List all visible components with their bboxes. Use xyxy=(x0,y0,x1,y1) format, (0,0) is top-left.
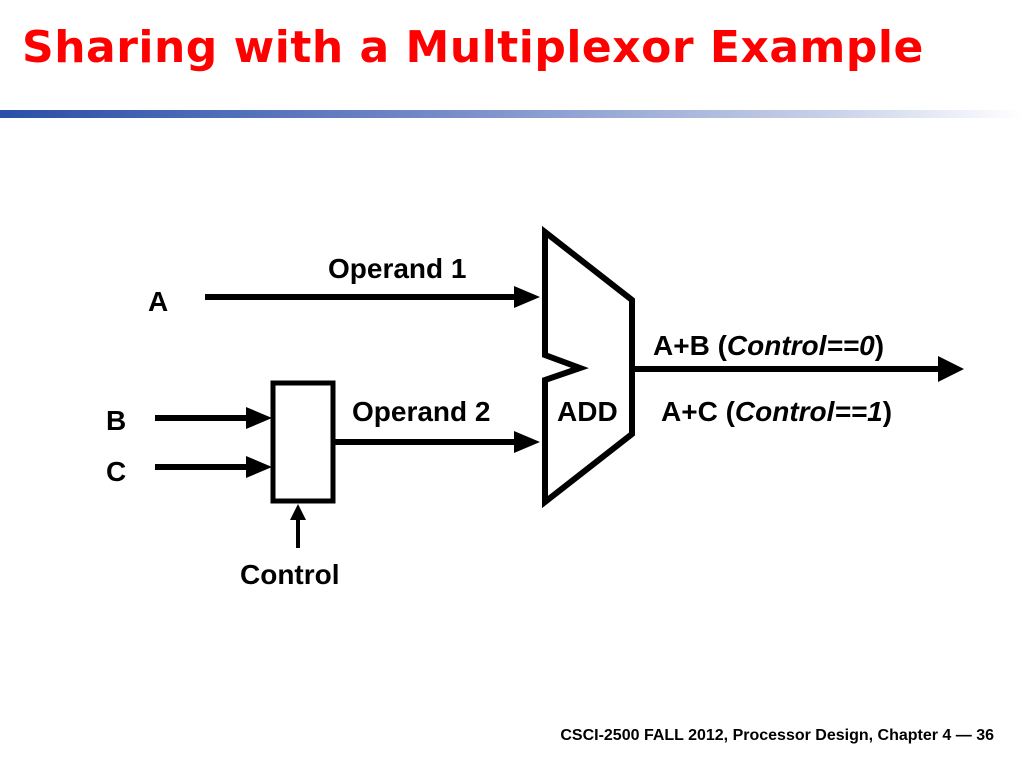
output-top-condition: Control==0 xyxy=(727,330,875,361)
label-input-b: B xyxy=(106,405,126,436)
output-top-suffix: ) xyxy=(875,330,884,361)
label-operand1: Operand 1 xyxy=(328,253,466,284)
label-input-c: C xyxy=(106,456,126,487)
label-control: Control xyxy=(240,559,340,590)
output-top-prefix: A+B ( xyxy=(653,330,728,361)
slide-title: Sharing with a Multiplexor Example xyxy=(22,22,924,73)
multiplexor-box xyxy=(270,380,336,504)
arrowhead-c xyxy=(246,456,272,478)
label-output-a-plus-b: A+B (Control==0) xyxy=(653,330,884,361)
arrowhead-operand2 xyxy=(514,431,540,453)
arrowhead-output xyxy=(938,356,964,382)
slide-footer: CSCI-2500 FALL 2012, Processor Design, C… xyxy=(560,727,994,744)
output-bottom-condition: Control==1 xyxy=(735,396,883,427)
label-input-a: A xyxy=(148,286,168,317)
adder-shape xyxy=(542,225,635,509)
output-bottom-suffix: ) xyxy=(883,396,892,427)
arrowhead-operand1 xyxy=(514,286,540,308)
label-adder: ADD xyxy=(557,396,618,427)
arrowhead-control xyxy=(290,504,306,520)
output-bottom-prefix: A+C ( xyxy=(661,396,736,427)
label-operand2: Operand 2 xyxy=(352,396,490,427)
title-underline-bar xyxy=(0,110,1024,118)
label-output-a-plus-c: A+C (Control==1) xyxy=(661,396,892,427)
arrowhead-b xyxy=(246,407,272,429)
